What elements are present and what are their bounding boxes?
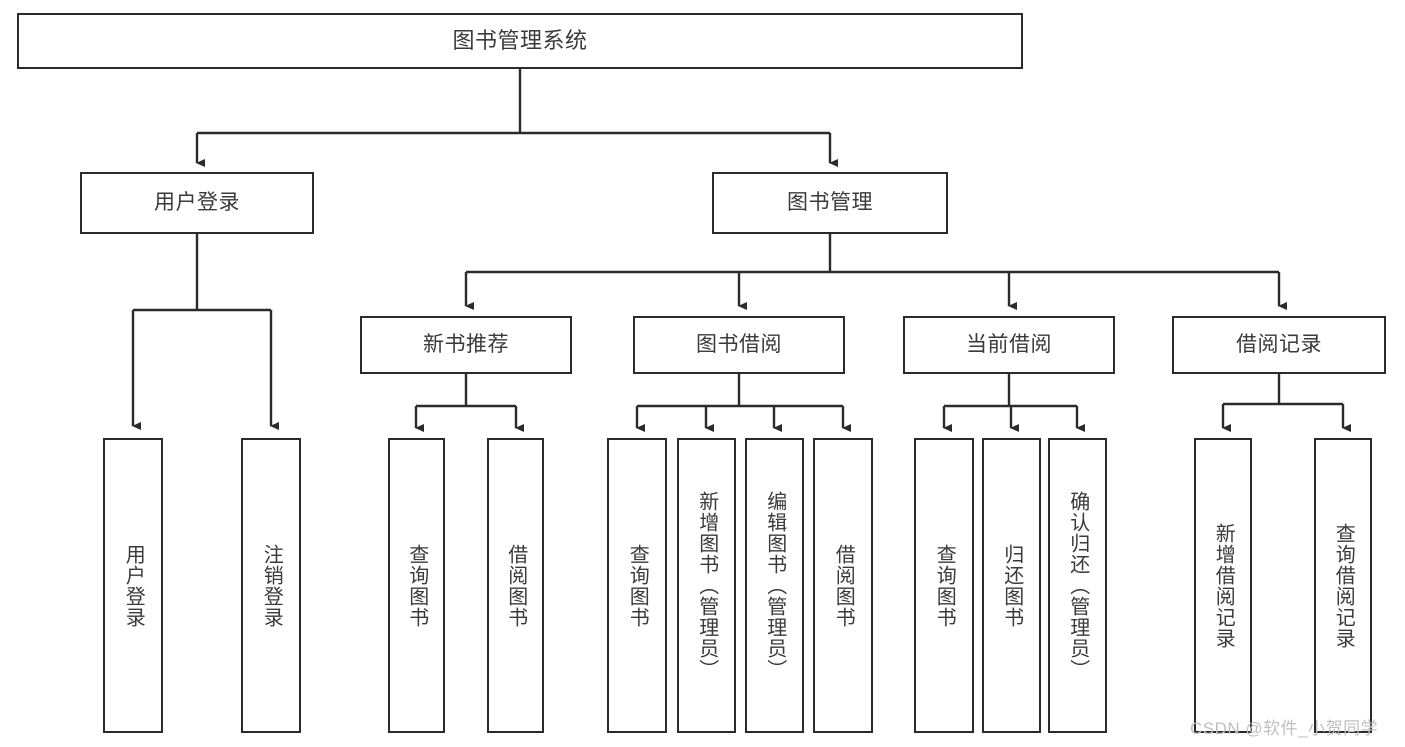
- node-user-login-label: 用户登录: [154, 191, 240, 215]
- node-leaf-borrow-book-2-label: 借阅图书: [832, 543, 855, 628]
- node-leaf-user-logout-label: 注销登录: [260, 543, 283, 628]
- node-borrow-record-label: 借阅记录: [1236, 333, 1322, 357]
- node-leaf-add-record[interactable]: 新增借阅记录: [1194, 438, 1252, 733]
- node-leaf-confirm-return-label: 确认归还（管理员）: [1066, 491, 1089, 680]
- node-leaf-borrow-book-2[interactable]: 借阅图书: [813, 438, 873, 733]
- node-current-borrow[interactable]: 当前借阅: [903, 316, 1115, 374]
- node-leaf-query-record[interactable]: 查询借阅记录: [1314, 438, 1372, 733]
- node-leaf-user-logout[interactable]: 注销登录: [241, 438, 301, 733]
- node-leaf-return-book[interactable]: 归还图书: [982, 438, 1041, 733]
- node-leaf-query-book-2[interactable]: 查询图书: [607, 438, 667, 733]
- node-leaf-edit-book-label: 编辑图书（管理员）: [763, 491, 786, 680]
- node-leaf-query-book-3[interactable]: 查询图书: [914, 438, 974, 733]
- node-leaf-query-record-label: 查询借阅记录: [1332, 522, 1355, 649]
- node-leaf-query-book-3-label: 查询图书: [933, 543, 956, 628]
- node-user-login[interactable]: 用户登录: [80, 172, 314, 234]
- node-book-borrow[interactable]: 图书借阅: [633, 316, 845, 374]
- node-leaf-add-book[interactable]: 新增图书（管理员）: [677, 438, 736, 733]
- node-leaf-query-book-1[interactable]: 查询图书: [388, 438, 445, 733]
- node-new-book-recommend-label: 新书推荐: [423, 333, 509, 357]
- node-leaf-user-login-label: 用户登录: [122, 543, 145, 628]
- node-leaf-user-login[interactable]: 用户登录: [103, 438, 163, 733]
- node-book-management-label: 图书管理: [787, 191, 873, 215]
- node-leaf-edit-book[interactable]: 编辑图书（管理员）: [745, 438, 804, 733]
- node-leaf-confirm-return[interactable]: 确认归还（管理员）: [1048, 438, 1107, 733]
- node-leaf-add-record-label: 新增借阅记录: [1212, 522, 1235, 649]
- node-leaf-query-book-2-label: 查询图书: [626, 543, 649, 628]
- node-book-management[interactable]: 图书管理: [712, 172, 948, 234]
- node-leaf-borrow-book-1-label: 借阅图书: [504, 543, 527, 628]
- node-leaf-borrow-book-1[interactable]: 借阅图书: [487, 438, 544, 733]
- node-book-borrow-label: 图书借阅: [696, 333, 782, 357]
- node-current-borrow-label: 当前借阅: [966, 333, 1052, 357]
- node-leaf-add-book-label: 新增图书（管理员）: [695, 491, 718, 680]
- node-root-label: 图书管理系统: [452, 27, 588, 53]
- node-leaf-query-book-1-label: 查询图书: [405, 543, 428, 628]
- node-new-book-recommend[interactable]: 新书推荐: [360, 316, 572, 374]
- node-leaf-return-book-label: 归还图书: [1000, 543, 1023, 628]
- node-root[interactable]: 图书管理系统: [17, 13, 1023, 69]
- node-borrow-record[interactable]: 借阅记录: [1172, 316, 1386, 374]
